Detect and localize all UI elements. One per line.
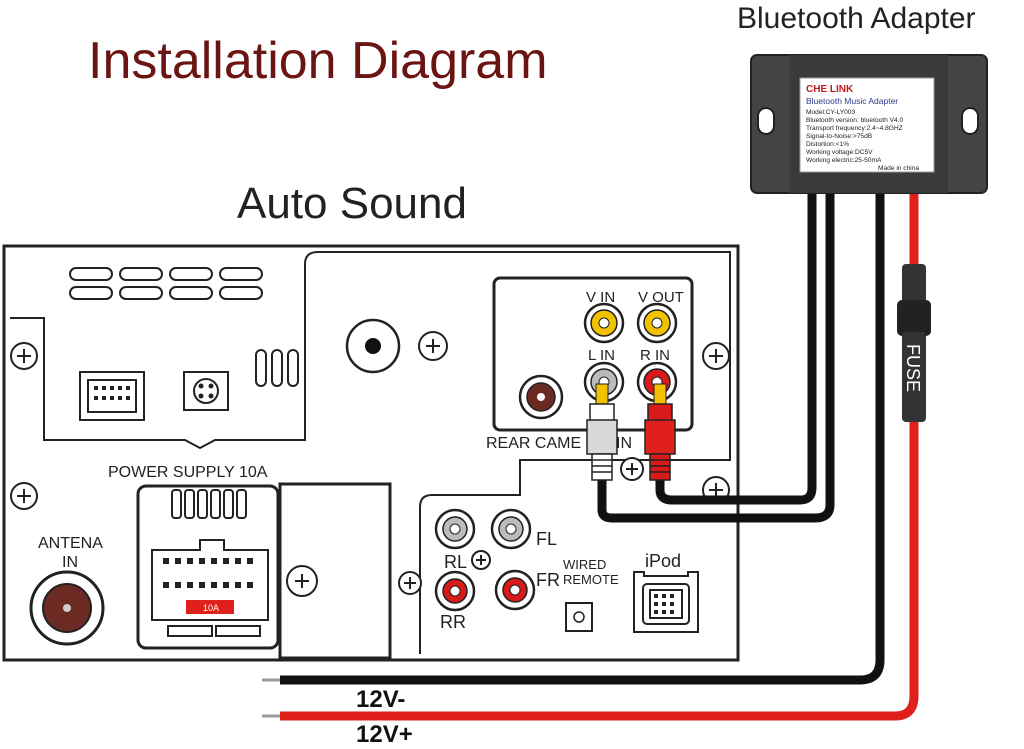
head-unit-label: Auto Sound [237,179,467,228]
wire-ground [262,190,885,685]
label-l-in: L IN [588,347,615,364]
adapter-made-in: Made in china [878,165,919,172]
ipod-connector [633,571,699,633]
wire-label-negative: 12V- [356,686,405,713]
ipod-label: iPod [645,551,681,571]
mounting-hole [345,318,401,374]
adapter-spec: Bluetooth version: bluetooth V4.0 [806,117,903,124]
label-rr: RR [440,612,466,632]
adapter-spec: Working electric:25-50mA [806,157,882,164]
fuse-holder [897,264,931,422]
adapter-brand: CHE LINK [806,84,854,95]
fuse-slot-label: 10A [203,603,219,613]
rca-v-in [583,302,625,344]
antenna-label-line1: ANTENA [38,535,103,552]
label-fr: FR [536,570,560,590]
label-v-out: V OUT [638,289,684,306]
power-supply-label: POWER SUPPLY 10A [108,464,268,481]
adapter-product: Bluetooth Music Adapter [806,96,898,106]
audio-cables [597,190,835,523]
fuse-label: FUSE [903,344,923,392]
wired-remote-label-line2: REMOTE [563,572,619,587]
rca-rr [434,570,476,612]
diagram-title: Installation Diagram [88,32,548,90]
label-r-in: R IN [640,347,670,364]
rca-fr [494,569,536,611]
bluetooth-adapter [750,54,988,194]
connector-4pin [183,371,229,411]
rca-rear-camera [518,374,564,420]
connector-16pin [79,371,145,421]
label-rl: RL [444,552,467,572]
rca-fl [490,508,532,550]
rca-rl [434,508,476,550]
adapter-spec: Model:CY-LY003 [806,109,855,116]
label-fl: FL [536,529,557,549]
wire-power [262,190,919,721]
adapter-spec: Transport frequency:2.4~4.8GHZ [806,125,903,132]
adapter-label: Bluetooth Adapter [737,2,976,35]
rca-v-out [636,302,678,344]
rca-plug-right [644,383,676,481]
adapter-spec: Distortion:<1% [806,141,849,148]
antenna-label-line2: IN [62,554,78,571]
fuse-slot [186,600,234,614]
wired-remote-jack [565,602,593,632]
rca-plug-left [586,383,618,481]
vent-slots [69,267,299,387]
adapter-spec: Signal-to-Noise:>75dB [806,133,873,140]
label-rear-camera-in: IN [616,435,632,452]
wired-remote-label-line1: WIRED [563,557,606,572]
label-v-in: V IN [586,289,615,306]
label-rear-camera: REAR CAME [486,435,581,452]
wire-label-positive: 12V+ [356,721,413,748]
adapter-spec: Working voltage:DC5V [806,149,873,156]
antenna-jack [29,570,105,646]
power-connector [151,489,269,637]
